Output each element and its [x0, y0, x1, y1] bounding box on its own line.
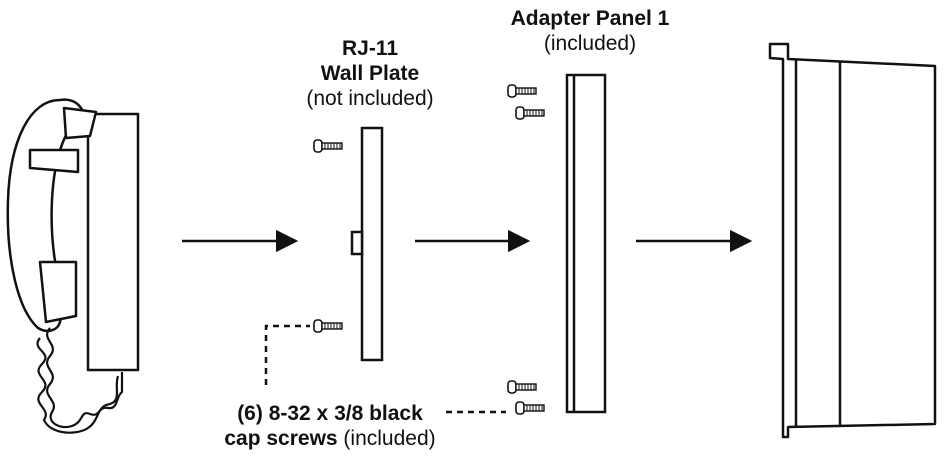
rj11-title-line1: RJ-11 — [341, 37, 399, 60]
rj11-note: (not included) — [306, 87, 434, 110]
screw-icon — [507, 84, 537, 98]
screws-line1: (6) 8-32 x 3/8 black — [237, 402, 423, 425]
adapter-note: (included) — [543, 32, 637, 55]
screws-line2-bold: cap screws — [224, 427, 338, 450]
housing-box-icon — [768, 42, 937, 439]
wall-plate-icon — [350, 126, 384, 362]
screws-line2: cap screws (included) — [200, 426, 460, 451]
adapter-title: Adapter Panel 1 — [510, 7, 670, 30]
rj11-title-line2: Wall Plate — [320, 62, 420, 85]
leader-line — [264, 324, 506, 414]
screw-icon — [515, 401, 545, 415]
adapter-panel-icon — [565, 73, 607, 414]
screw-icon — [313, 139, 343, 153]
rj11-label: RJ-11 Wall Plate (not included) — [290, 36, 450, 111]
screw-icon — [313, 319, 343, 333]
screw-icon — [515, 106, 545, 120]
screws-line2-note: (included) — [337, 427, 436, 450]
wall-phone-icon — [6, 98, 140, 434]
adapter-label: Adapter Panel 1 (included) — [490, 6, 690, 56]
screw-icon — [507, 380, 537, 394]
screws-label: (6) 8-32 x 3/8 black cap screws (include… — [200, 401, 460, 451]
